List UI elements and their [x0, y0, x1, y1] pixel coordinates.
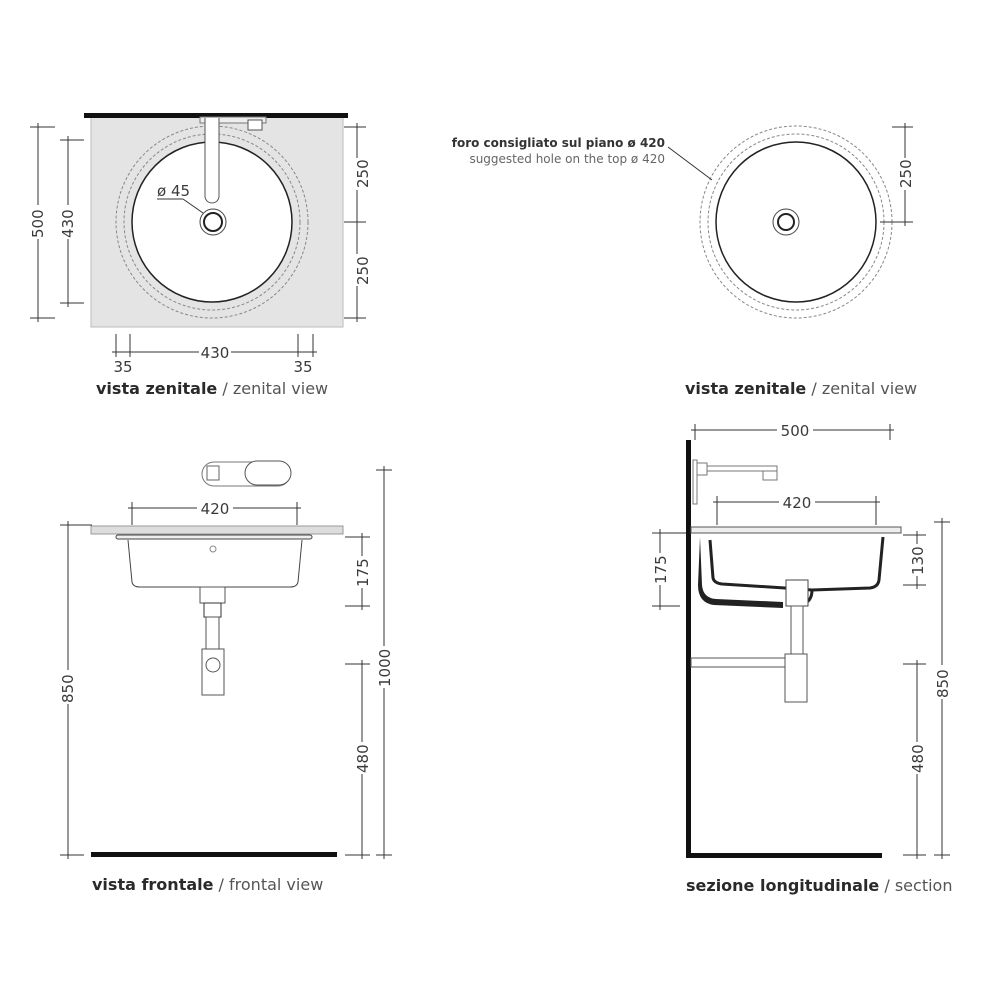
caption-zenital-left: vista zenitale / zenital view: [96, 379, 328, 398]
dim-480: 480: [354, 744, 372, 773]
caption-frontal: vista frontale / frontal view: [92, 875, 323, 894]
floor-line: [91, 852, 337, 857]
dim-420: 420: [201, 500, 230, 518]
dim-175: 175: [652, 555, 670, 584]
countertop: [690, 526, 902, 534]
faucet-handle: [247, 119, 263, 131]
zenital-view-left: ø 45 500 430 250 250 430 35 35 vista zen…: [28, 113, 372, 398]
zenital-view-right: foro consigliato sul piano ø 420 suggest…: [452, 122, 917, 398]
caption-section: sezione longitudinale / section: [686, 876, 952, 895]
countertop: [90, 525, 344, 535]
dim-250: 250: [897, 159, 915, 188]
caption-zenital-right: vista zenitale / zenital view: [685, 379, 917, 398]
dim-430-width: 430: [201, 344, 230, 362]
faucet-plate: [692, 459, 698, 505]
dim-175: 175: [354, 558, 372, 587]
hole-note-it: foro consigliato sul piano ø 420: [452, 136, 665, 150]
faucet-spout: [204, 118, 220, 204]
drain-pipe: [199, 586, 226, 604]
inner-rim-dashed: [123, 133, 301, 311]
basin-section-outer: [698, 537, 783, 608]
dim-500: 500: [29, 209, 47, 238]
hole-note-en: suggested hole on the top ø 420: [469, 152, 665, 166]
dim-35-right: 35: [293, 358, 312, 376]
dim-850: 850: [59, 674, 77, 703]
dim-250-top: 250: [354, 159, 372, 188]
floor-line: [686, 853, 882, 858]
dim-500: 500: [781, 422, 810, 440]
dim-420: 420: [783, 494, 812, 512]
faucet-plate: [199, 116, 267, 124]
dim-1000: 1000: [376, 649, 394, 687]
section-view: 500 420 175 130 850 480 sezione longitud…: [650, 422, 952, 895]
frontal-view: 420 850 175 480 1000 vista frontale / fr…: [58, 460, 394, 894]
dim-850: 850: [934, 669, 952, 698]
dim-130: 130: [909, 546, 927, 575]
dim-250-bottom: 250: [354, 256, 372, 285]
dim-35-left: 35: [113, 358, 132, 376]
wall-line: [84, 113, 348, 118]
dim-480: 480: [909, 744, 927, 773]
dim-430-depth: 430: [59, 209, 77, 238]
siphon: [784, 653, 808, 703]
faucet-spout: [706, 465, 778, 472]
drain-dim: ø 45: [157, 182, 190, 200]
drain-valve: [785, 579, 809, 607]
waste-pipe: [690, 657, 786, 668]
drain-inner: [203, 212, 223, 232]
basin-rim: [115, 534, 313, 540]
wall: [686, 440, 691, 858]
